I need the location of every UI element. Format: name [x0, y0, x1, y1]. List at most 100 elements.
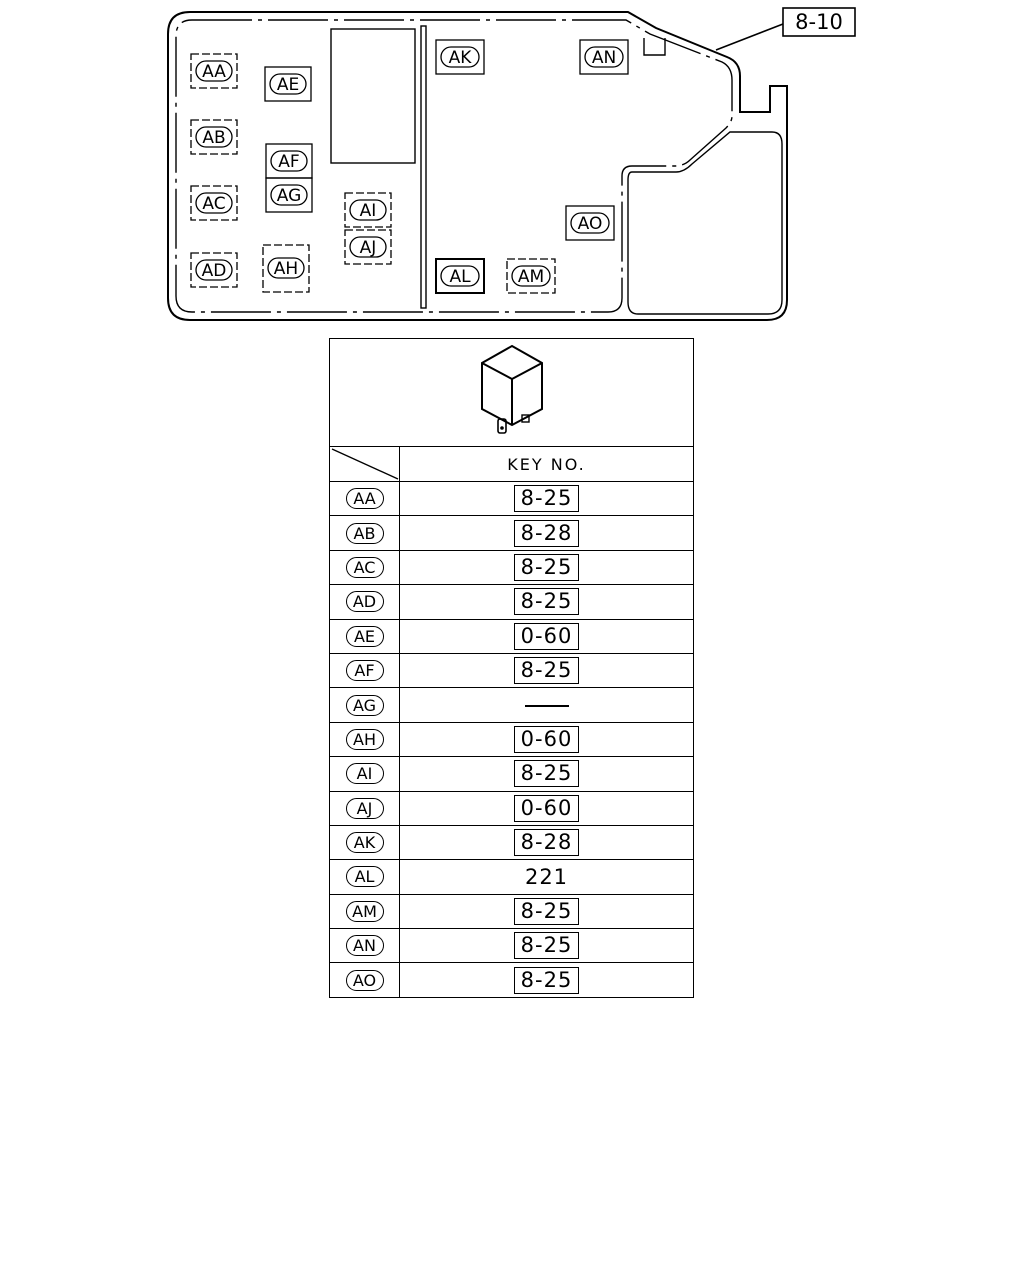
code-label: AE	[345, 625, 384, 647]
code-label: AN	[345, 935, 384, 957]
relay-box-diagram: 8-10 AA AB AC AD AE AF AG AH AI AJ AK AL…	[167, 7, 856, 321]
reference-key-box	[782, 7, 856, 37]
key-number: 8-25	[513, 760, 580, 788]
relay-icon	[480, 344, 543, 434]
key-cell: 8-25	[399, 549, 694, 586]
key-number: 221	[524, 864, 569, 889]
slot-label-AL: AL	[449, 267, 471, 287]
code-cell: AF	[329, 652, 400, 689]
key-cell: 8-25	[399, 893, 694, 930]
relay-icon-cell	[329, 338, 694, 447]
slot-AA: AA	[190, 53, 238, 89]
key-number: 8-25	[513, 553, 580, 581]
code-label: AM	[345, 900, 384, 922]
reference-key: 8-10	[795, 10, 843, 34]
code-cell: AG	[329, 687, 400, 723]
key-number: 8-25	[513, 657, 580, 685]
key-cell: 221	[399, 859, 694, 895]
key-number: 8-25	[513, 897, 580, 925]
slot-AB: AB	[190, 119, 238, 155]
table-header-row: KEY NO.	[329, 446, 694, 482]
table-row: AC 8-25	[329, 549, 694, 586]
key-cell: 0-60	[399, 790, 694, 826]
slot-label-AO: AO	[578, 214, 603, 234]
key-cell: 8-25	[399, 928, 694, 964]
slot-AO: AO	[565, 205, 615, 241]
slot-label-AB: AB	[202, 128, 225, 148]
code-cell: AN	[329, 928, 400, 964]
slot-AG: AG	[265, 177, 313, 213]
right-compartment	[627, 131, 783, 315]
slot-label-AN: AN	[592, 48, 616, 68]
slot-AN: AN	[579, 39, 629, 75]
key-cell: 8-28	[399, 824, 694, 861]
slot-label-AJ: AJ	[360, 238, 377, 258]
table-row: AH 0-60	[329, 721, 694, 758]
code-cell: AA	[329, 480, 400, 517]
slot-label-AE: AE	[277, 75, 299, 95]
key-cell: 8-28	[399, 515, 694, 551]
code-label: AC	[345, 556, 384, 578]
code-label: AL	[345, 866, 384, 888]
code-label: AB	[345, 522, 384, 544]
key-number: 0-60	[513, 622, 580, 650]
code-label: AO	[345, 969, 384, 991]
slot-label-AF: AF	[278, 152, 299, 172]
code-label: AD	[345, 591, 384, 613]
table-row: AI 8-25	[329, 756, 694, 792]
table-row: AL 221	[329, 859, 694, 895]
slot-AD: AD	[190, 252, 238, 288]
key-cell: 8-25	[399, 962, 694, 998]
key-number: 8-25	[513, 966, 580, 994]
code-cell: AO	[329, 962, 400, 998]
slot-AH: AH	[262, 244, 310, 293]
key-number: 8-28	[513, 829, 580, 857]
table-row: AB 8-28	[329, 515, 694, 551]
table-row: AG	[329, 687, 694, 723]
key-number: 8-28	[513, 519, 580, 547]
code-label: AF	[345, 660, 384, 682]
slot-AF: AF	[265, 143, 313, 179]
key-number: 8-25	[513, 932, 580, 960]
key-number: 0-60	[513, 794, 580, 822]
code-cell: AL	[329, 859, 400, 895]
table-row: AJ 0-60	[329, 790, 694, 826]
code-cell: AM	[329, 893, 400, 930]
code-cell: AD	[329, 584, 400, 620]
no-key-dash	[524, 705, 569, 708]
slot-AE: AE	[264, 66, 312, 102]
housing-outline	[167, 11, 788, 321]
key-cell: 8-25	[399, 652, 694, 689]
slot-label-AC: AC	[202, 194, 225, 214]
table-row: AM 8-25	[329, 893, 694, 930]
key-cell: 0-60	[399, 721, 694, 758]
code-label: AH	[345, 728, 384, 750]
slot-AK: AK	[435, 39, 485, 75]
slot-AJ: AJ	[344, 229, 392, 265]
slot-label-AD: AD	[202, 261, 227, 281]
code-cell: AJ	[329, 790, 400, 826]
key-cell	[399, 687, 694, 723]
code-label: AJ	[345, 797, 384, 819]
slot-AI: AI	[344, 192, 392, 228]
housing-inner-outline	[175, 19, 733, 313]
key-cell: 8-25	[399, 756, 694, 792]
key-number: 8-25	[513, 588, 580, 616]
slot-label-AH: AH	[274, 259, 298, 279]
key-no-header: KEY NO.	[399, 446, 694, 482]
code-label: AA	[345, 488, 384, 510]
code-cell: AH	[329, 721, 400, 758]
slot-label-AI: AI	[360, 201, 377, 221]
table-row: AO 8-25	[329, 962, 694, 998]
code-label: AI	[345, 763, 384, 785]
divider-bar	[420, 25, 427, 309]
slot-label-AM: AM	[518, 267, 544, 287]
code-cell: AI	[329, 756, 400, 792]
code-cell: AB	[329, 515, 400, 551]
slot-label-AK: AK	[449, 48, 473, 68]
diagonal-header-cell	[329, 446, 400, 482]
leader-line	[715, 23, 784, 51]
slot-AM: AM	[506, 258, 556, 294]
table-row: AN 8-25	[329, 928, 694, 964]
